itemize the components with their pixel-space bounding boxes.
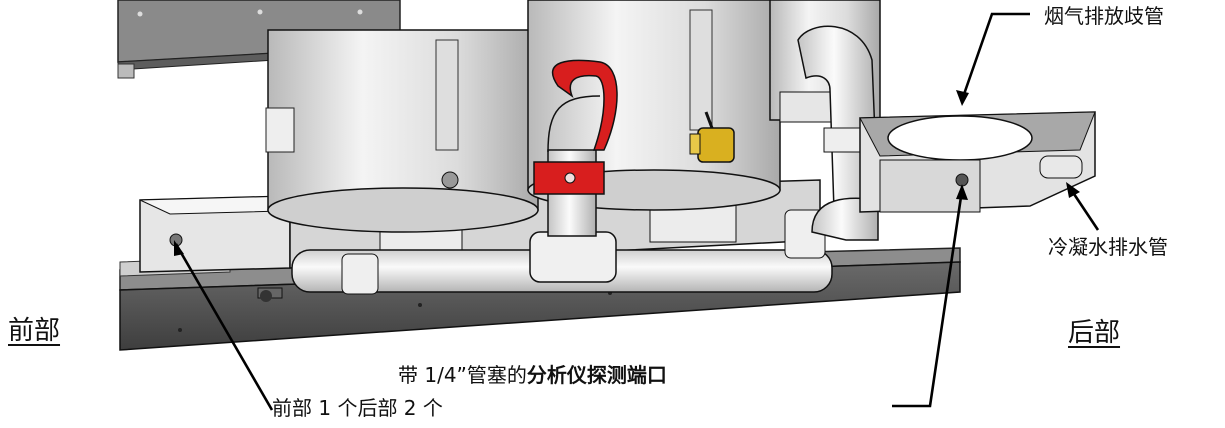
analyzer-port-bold: 分析仪探测端口	[526, 363, 667, 387]
condensate-drain-label: 冷凝水排水管	[1048, 235, 1168, 259]
drain-valve-left	[257, 287, 283, 302]
flue-manifold	[859, 111, 1096, 213]
red-valve	[533, 59, 618, 195]
leader-lines	[174, 12, 1100, 411]
analyzer-port-prefix: 带 1/4”管塞的	[398, 363, 527, 387]
flue-manifold-label: 烟气排放歧管	[1044, 4, 1164, 28]
brass-valve	[689, 111, 735, 163]
rear-label: 后部	[1068, 318, 1121, 348]
front-label: 前部	[8, 316, 61, 346]
port-count-label: 前部 1 个后部 2 个	[272, 396, 443, 420]
analyzer-port-label: 带 1/4”管塞的分析仪探测端口	[398, 365, 667, 385]
